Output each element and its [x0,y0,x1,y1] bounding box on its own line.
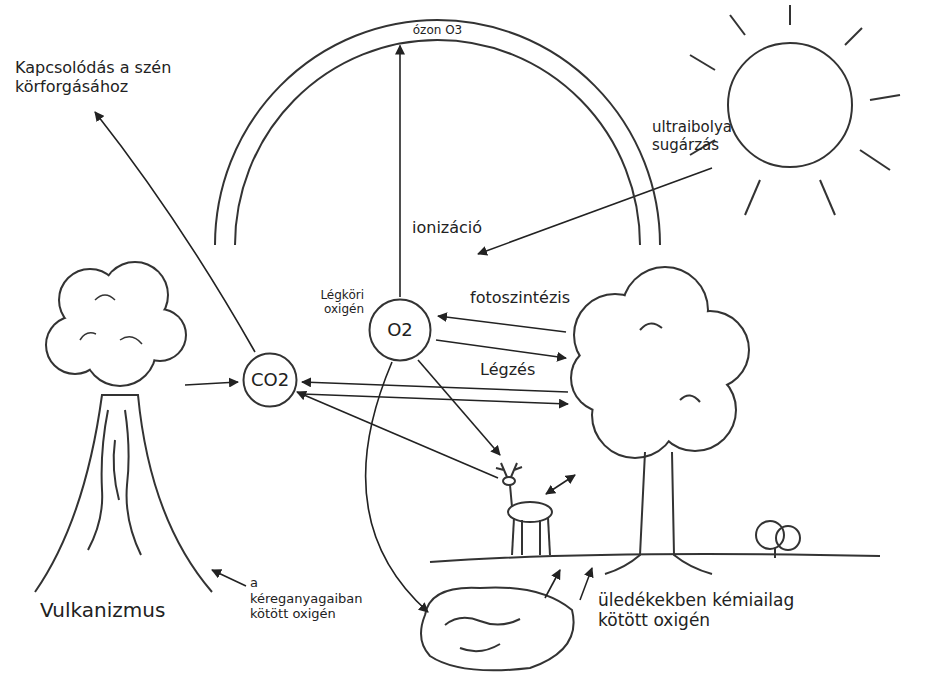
ozone-band: ózon O3 [215,20,660,245]
sun [690,5,900,215]
circle-heading: Légköri oxigén [294,288,364,317]
deer [496,463,552,555]
circle-border [370,300,431,361]
connector-arrow [399,46,401,297]
volcano-plume [47,263,185,385]
annotation-label: Kapcsolódás a szén körforgásához [15,58,205,96]
band-arc [215,20,660,245]
volcano-cone [35,395,212,592]
annotation-label: Légzés [480,360,560,379]
process-arrows [95,112,712,612]
sediment-rock [421,587,574,670]
gas-circle: CO2 [242,352,298,408]
annotation-label: ionizáció [412,218,512,237]
gas-circle: O2Légköri oxigén [368,298,432,362]
annotation-label: üledékekben kémiailag kötött oxigén [598,590,848,631]
annotation-label: a kéreganyagaiban kötött oxigén [250,575,350,622]
tree [572,268,748,574]
circle-text: CO2 [251,369,289,391]
ground [430,521,880,562]
annotation-label: fotoszintézis [470,288,600,307]
annotation-label: Vulkanizmus [40,598,220,622]
band-outline [215,20,660,245]
circle-text: O2 [387,319,413,341]
band-text: ózon O3 [413,23,462,37]
circle-border [244,354,297,407]
annotation-label: ultraibolya sugárzás [652,118,764,154]
